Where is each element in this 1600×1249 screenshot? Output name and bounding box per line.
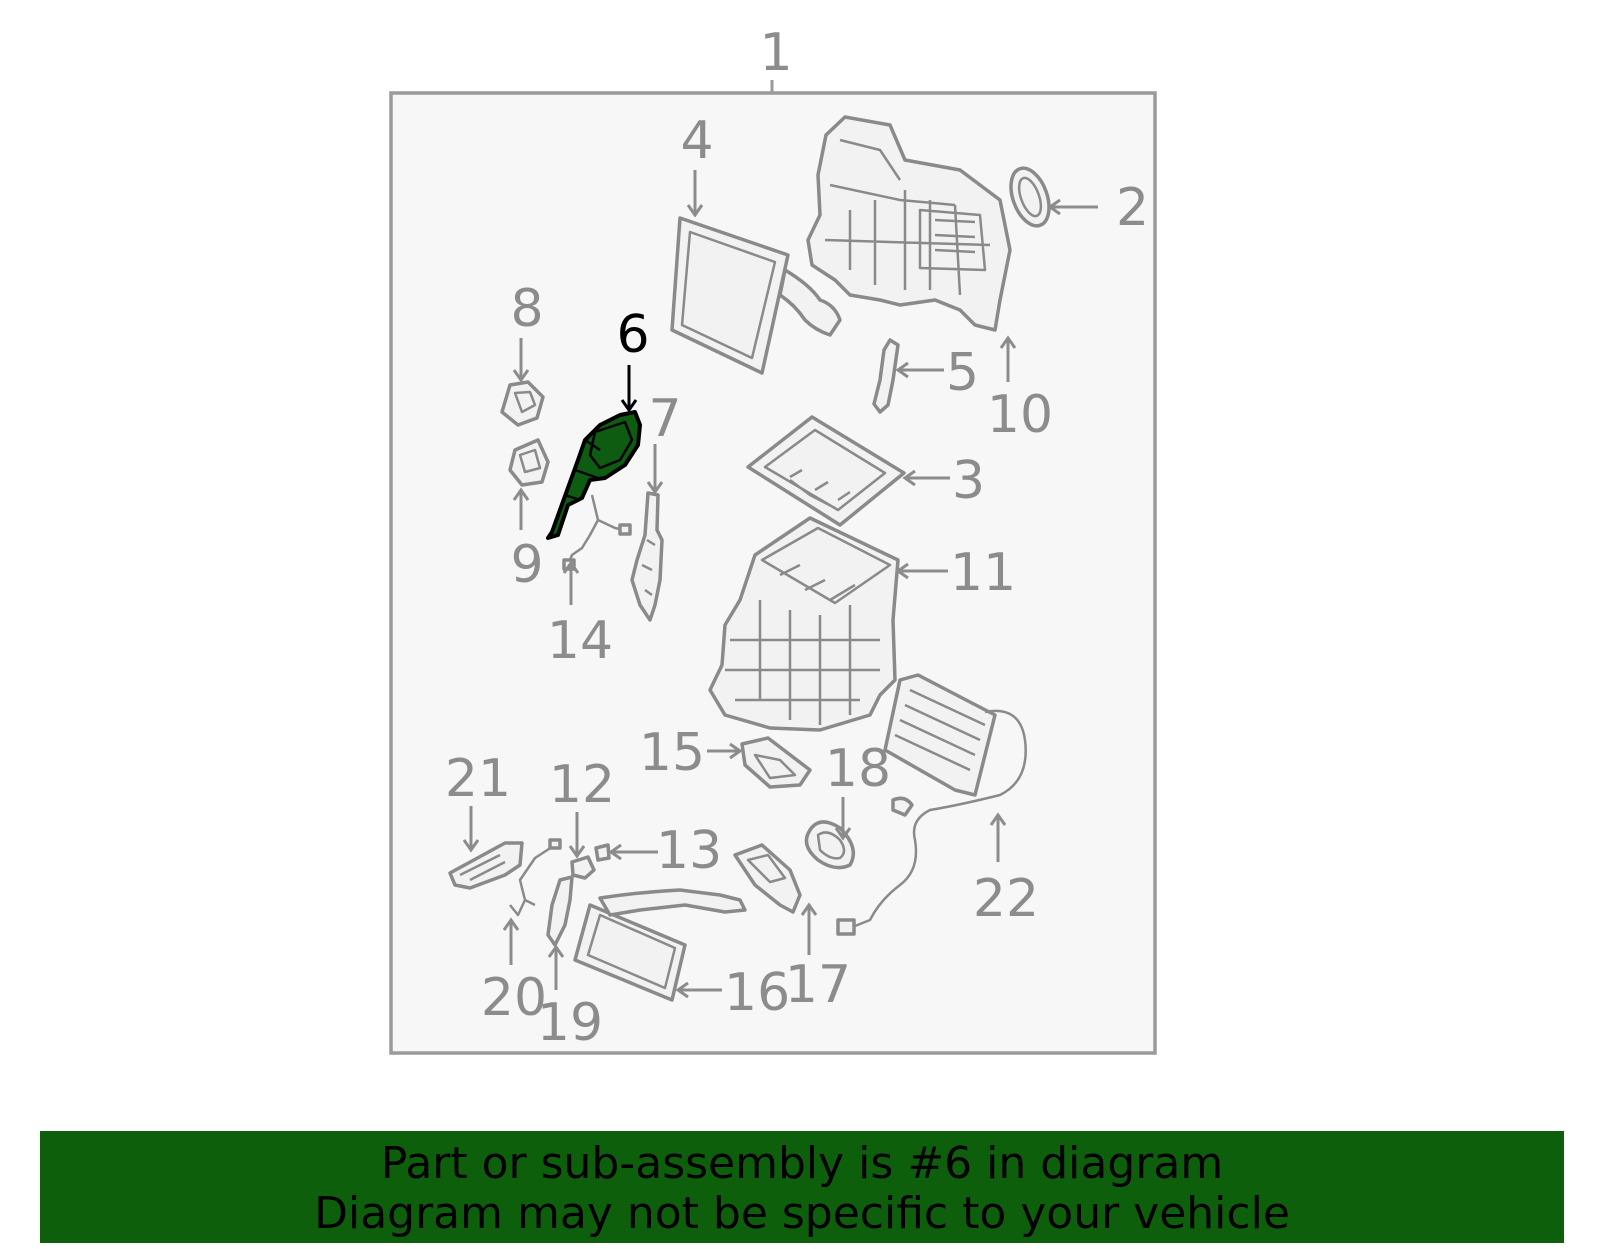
callout-4: 4 — [680, 111, 713, 171]
callout-21: 21 — [445, 749, 511, 809]
callout-20: 20 — [481, 968, 547, 1028]
callout-labels: 2 4 10 5 3 11 8 9 6 7 14 15 18 22 21 12 … — [445, 111, 1149, 1053]
callout-11: 11 — [950, 543, 1016, 603]
part-10-upper-case — [806, 115, 1012, 332]
part-8-actuator — [500, 380, 545, 427]
part-9-actuator — [508, 438, 550, 487]
callout-18: 18 — [825, 739, 891, 799]
callout-8: 8 — [510, 279, 543, 339]
part-19-sensor — [546, 875, 574, 947]
part-21-bracket — [448, 841, 524, 890]
part-16-heater-core — [573, 888, 747, 1002]
part-11-heater-case — [708, 516, 900, 732]
part-20-harness — [509, 838, 562, 917]
callout-1: 1 — [759, 23, 792, 83]
callout-9: 9 — [510, 535, 543, 595]
callout-7: 7 — [648, 389, 681, 449]
parts-diagram: 1 — [389, 23, 1157, 1055]
callout-2: 2 — [1116, 178, 1149, 238]
part-7-bracket — [630, 491, 664, 622]
callout-17: 17 — [785, 955, 851, 1015]
callout-15: 15 — [639, 723, 705, 783]
part-2-seal — [1009, 166, 1051, 228]
part-6-highlighted — [546, 410, 642, 540]
part-4-evaporator — [670, 216, 842, 375]
leader-arrows — [462, 170, 1098, 999]
info-banner: Part or sub-assembly is #6 in diagram Di… — [40, 1131, 1564, 1243]
callout-16: 16 — [724, 963, 790, 1023]
callout-5: 5 — [946, 343, 979, 403]
part-13-clip — [594, 843, 611, 862]
part-5-pipe — [872, 338, 900, 414]
callout-19: 19 — [537, 993, 603, 1053]
part-22-blower-harness — [836, 673, 1027, 936]
callout-10: 10 — [987, 385, 1053, 445]
callout-12: 12 — [549, 755, 615, 815]
banner-line-part: Part or sub-assembly is #6 in diagram — [380, 1138, 1224, 1189]
callout-13: 13 — [656, 821, 722, 881]
part-17-door — [733, 843, 802, 914]
part-3-filter — [746, 415, 906, 527]
callout-3: 3 — [952, 451, 985, 511]
callout-22: 22 — [973, 869, 1039, 929]
callout-6-highlighted: 6 — [616, 305, 649, 365]
part-15-module — [740, 736, 812, 789]
part-12-grommet — [570, 855, 596, 880]
banner-line-disclaimer: Diagram may not be specific to your vehi… — [314, 1188, 1290, 1239]
callout-14: 14 — [547, 611, 613, 671]
